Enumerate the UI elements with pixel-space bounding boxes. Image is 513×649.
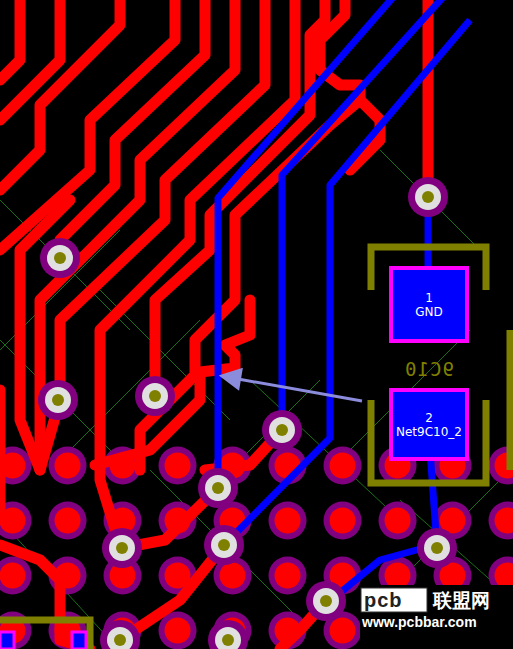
watermark-text: 联盟网 [433, 589, 490, 611]
net-name: Net9C10_2 [396, 425, 462, 439]
pin-number: 1 [425, 291, 433, 305]
designator: 9C10 [404, 358, 454, 380]
watermark-url: www.pcbbar.com [362, 614, 477, 630]
watermark-logo: pcb [364, 589, 403, 611]
smd-pad: 2Net9C10_2 [389, 388, 469, 461]
annotation-arrow [222, 370, 362, 401]
pin-number: 2 [425, 411, 433, 425]
smd-pad: 1GND [389, 266, 469, 343]
net-name: GND [415, 305, 443, 319]
